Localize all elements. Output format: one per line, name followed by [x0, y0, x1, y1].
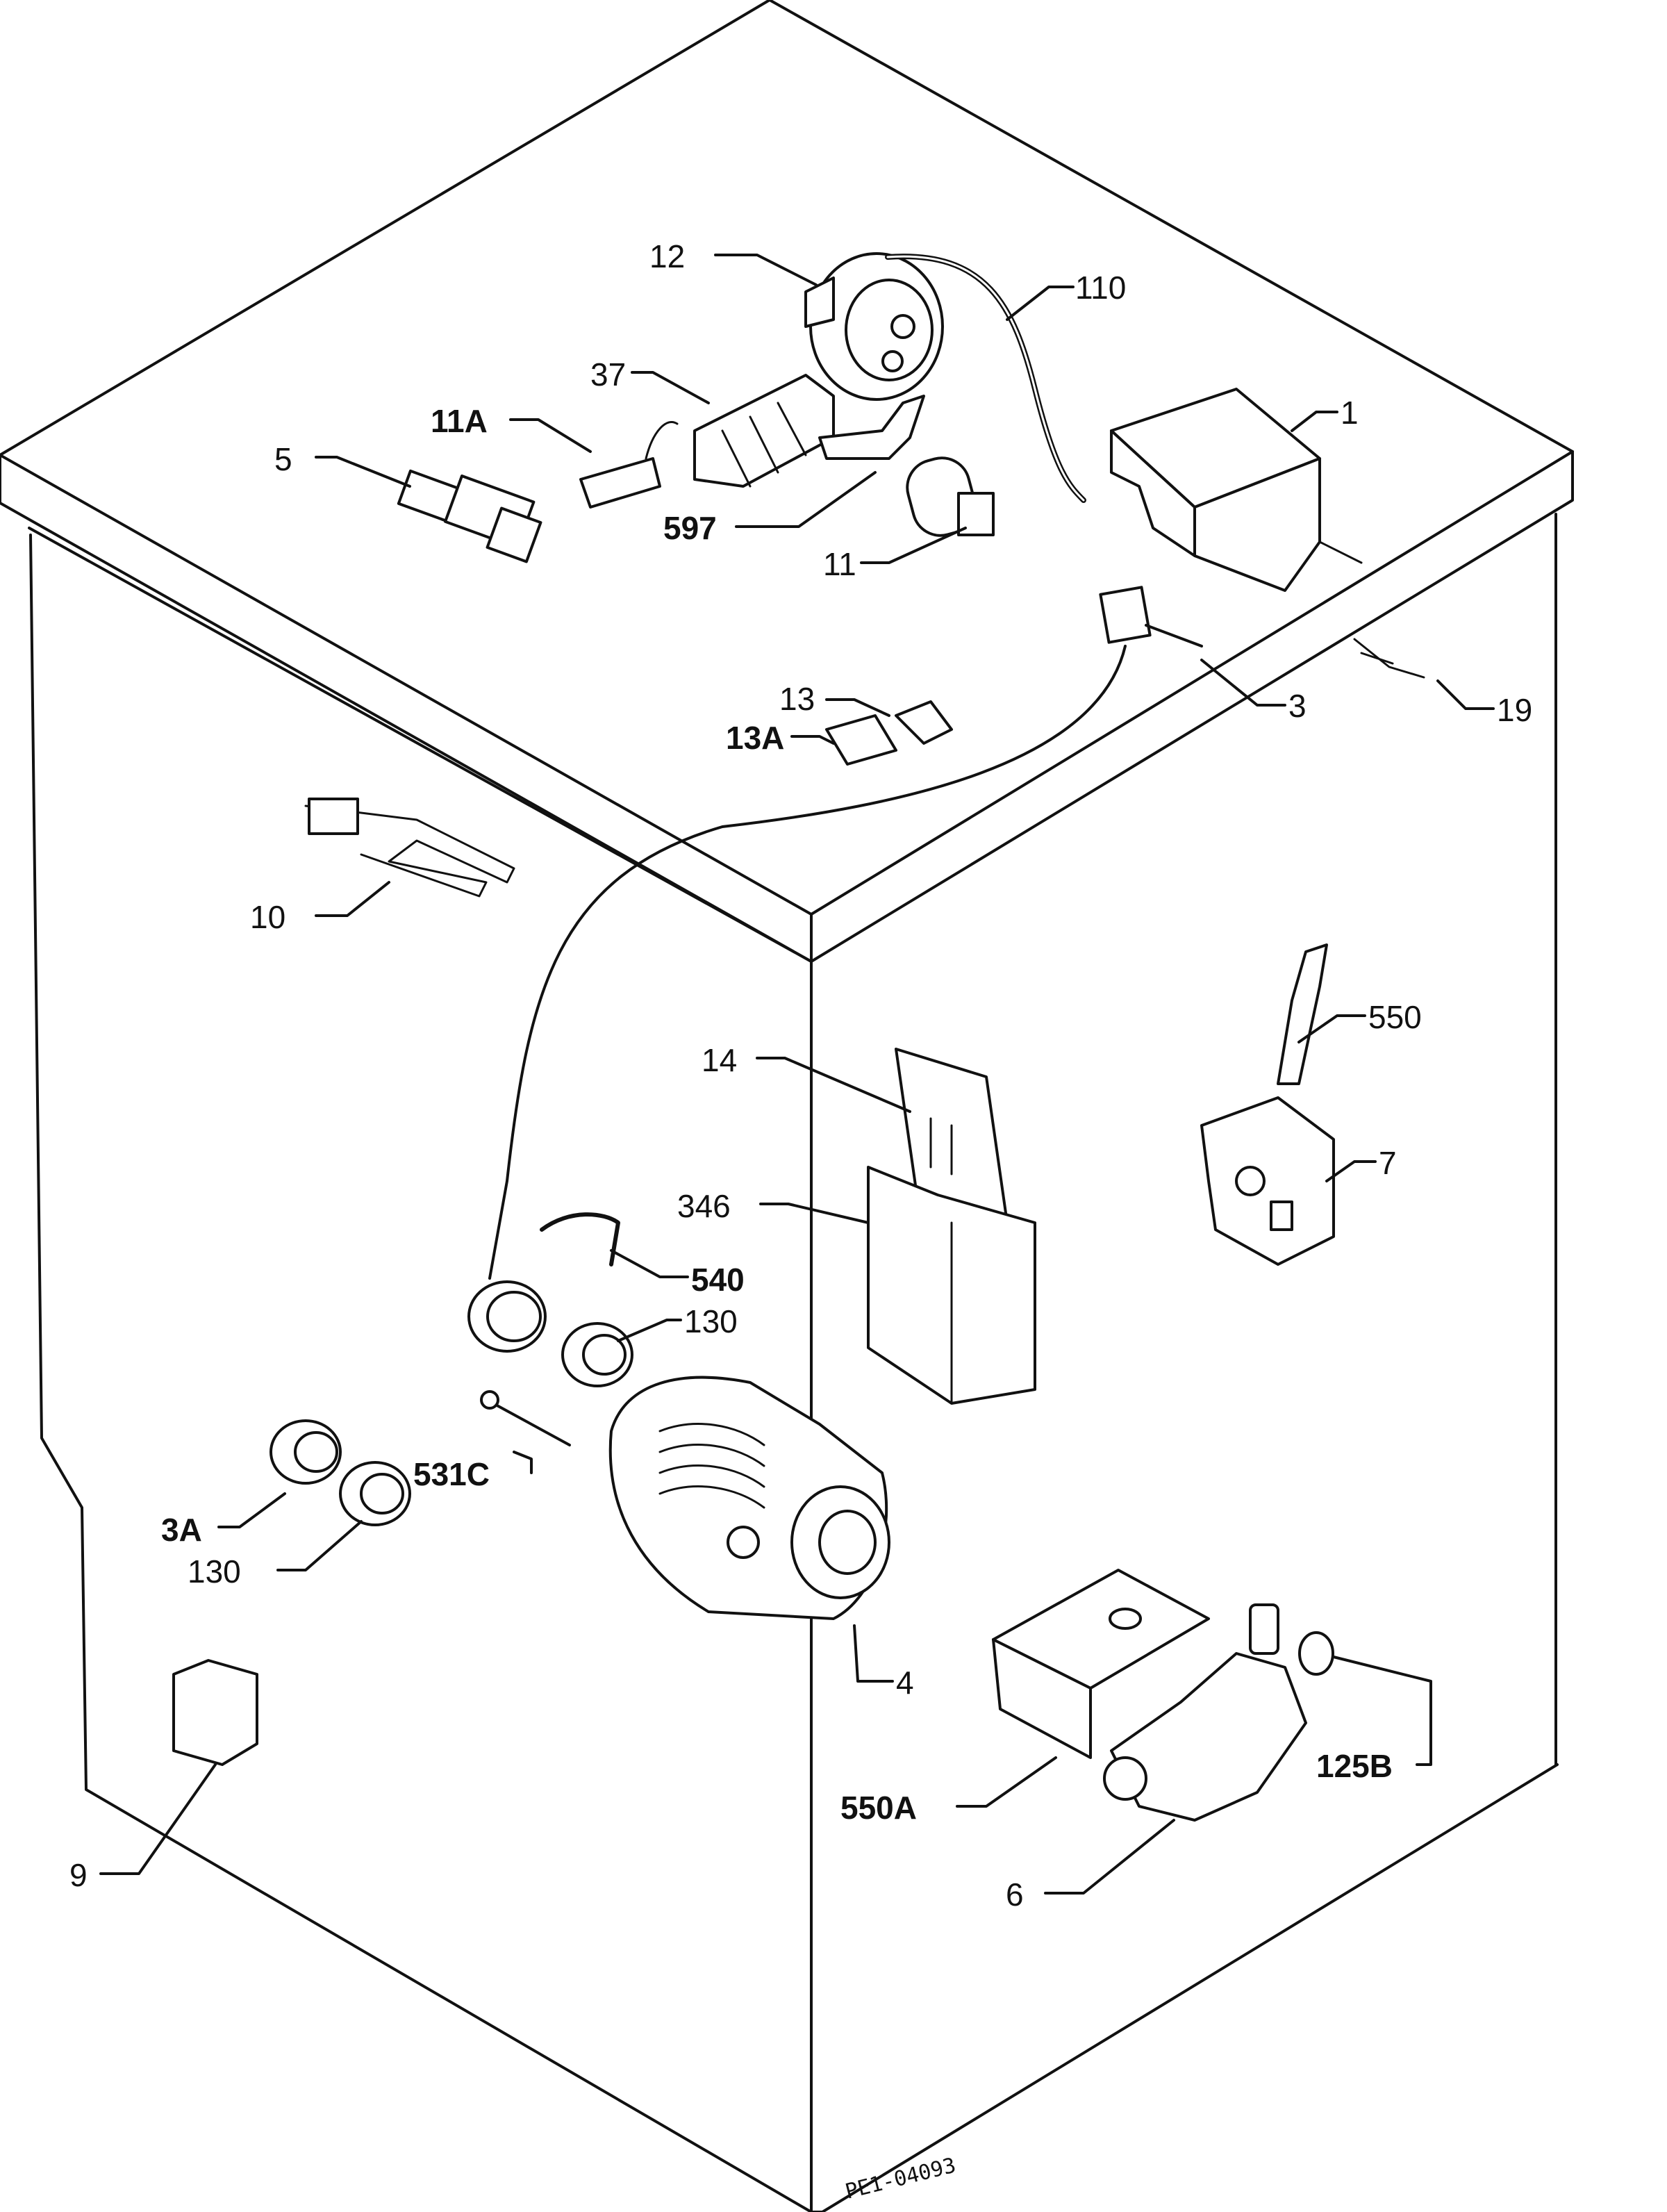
callout-14: 14: [702, 1042, 737, 1078]
screw-531C: [480, 1390, 571, 1446]
callout-19: 19: [1497, 692, 1532, 728]
clip-9: [172, 1659, 258, 1766]
connector-13A: [825, 714, 897, 766]
drawing-code: PE1-04093: [843, 2153, 958, 2204]
sensor-19: [1353, 638, 1425, 679]
grommet-top: [467, 1280, 547, 1353]
timer-1: [1110, 388, 1363, 592]
clip-597: [818, 395, 925, 460]
pump-6: [1103, 1603, 1307, 1822]
callout-540: 540: [691, 1262, 745, 1298]
switch-3: [1099, 586, 1203, 647]
switch-cable: [488, 645, 1127, 1280]
callout-9: 9: [69, 1857, 88, 1893]
valve-5: [397, 469, 542, 563]
callout-597: 597: [663, 510, 717, 546]
callout-531C: 531C: [413, 1456, 490, 1492]
clamp-540: [540, 1212, 620, 1266]
grommet-130-lower: [339, 1461, 411, 1526]
callout-3: 3: [1288, 688, 1307, 724]
pump-cover-550A: [992, 1569, 1210, 1759]
heater-10: [304, 798, 515, 898]
callout-110: 110: [1075, 270, 1126, 306]
callout-12: 12: [649, 238, 685, 274]
door-lock-7: [1200, 1096, 1335, 1266]
terminal-block-37: [693, 374, 835, 488]
callout-1: 1: [1341, 395, 1359, 431]
callout-550: 550: [1368, 999, 1422, 1035]
callout-11: 11: [823, 546, 856, 582]
callout-6: 6: [1006, 1876, 1024, 1913]
callout-125B: 125B: [1316, 1748, 1393, 1784]
callout-550A: 550A: [840, 1790, 917, 1826]
seal-125B: [1298, 1631, 1334, 1676]
callout-5: 5: [274, 441, 292, 477]
callout-13: 13: [779, 681, 815, 717]
door-lock-550: [1277, 943, 1328, 1085]
leader-lines: [99, 254, 1495, 1895]
callout-130-lower: 130: [188, 1553, 241, 1590]
cabinet-outline: [0, 0, 1574, 2212]
pressure-switch-12: [804, 252, 944, 401]
callout-13A: 13A: [726, 720, 784, 756]
callout-7: 7: [1379, 1145, 1397, 1181]
suppressor-11A: [579, 421, 679, 509]
thermostat-3A: [269, 1419, 342, 1485]
callout-4: 4: [896, 1665, 914, 1701]
callout-37: 37: [590, 356, 626, 393]
drawer-housing-346: [867, 1166, 1036, 1405]
callout-130-upper: 130: [684, 1303, 738, 1339]
callout-10: 10: [250, 899, 285, 935]
callout-346: 346: [677, 1188, 731, 1224]
callout-3A: 3A: [161, 1512, 202, 1548]
grommet-130-upper: [561, 1322, 633, 1387]
callout-11A: 11A: [431, 403, 488, 439]
connector-13: [895, 700, 953, 745]
motor-4: [608, 1376, 890, 1620]
